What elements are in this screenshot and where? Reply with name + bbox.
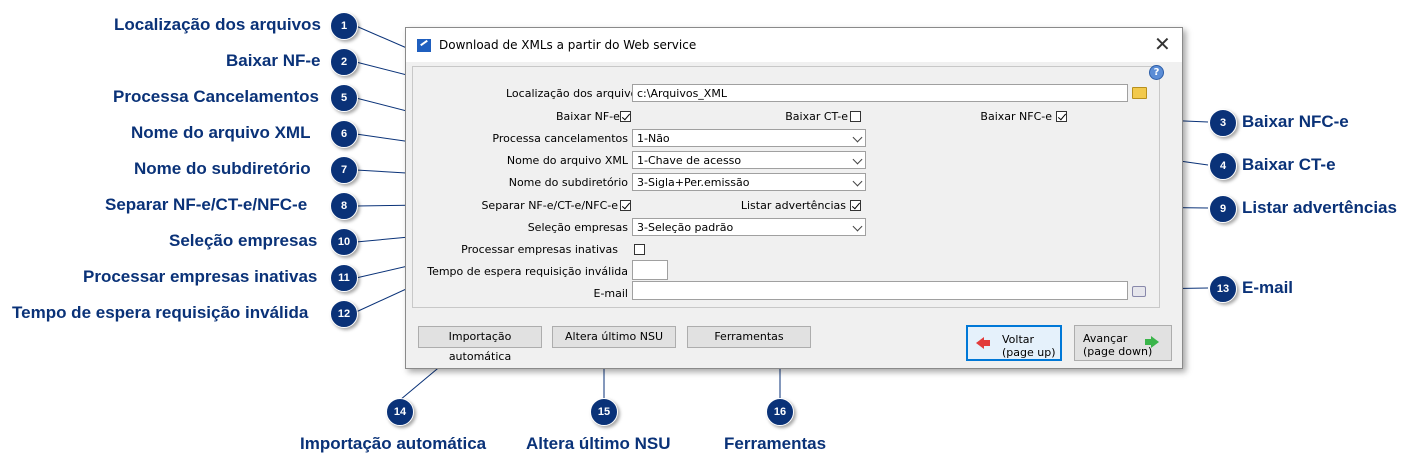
company-selection-label: Seleção empresas	[527, 221, 628, 234]
arrow-right-icon	[1145, 336, 1159, 348]
download-xml-dialog: Download de XMLs a partir do Web service…	[405, 27, 1183, 369]
badge-13: 13	[1209, 275, 1237, 303]
badge-5: 5	[330, 84, 358, 112]
badge-10: 10	[330, 228, 358, 256]
chevron-down-icon	[852, 176, 863, 187]
email-label: E-mail	[593, 287, 629, 300]
subdir-label: Nome do subdiretório	[508, 176, 628, 189]
inactive-companies-label: Processar empresas inativas	[461, 243, 618, 256]
download-nfce-checkbox[interactable]	[1056, 111, 1067, 122]
xml-filename-select[interactable]: 1-Chave de acesso	[632, 151, 866, 169]
badge-12: 12	[330, 300, 358, 328]
download-nfe-label: Baixar NF-e	[556, 110, 620, 123]
cancellations-label: Processa cancelamentos	[492, 132, 628, 145]
download-cte-checkbox[interactable]	[850, 111, 861, 122]
callout-xml-filename: Nome do arquivo XML	[131, 123, 311, 142]
download-nfce-label: Baixar NFC-e	[980, 110, 1052, 123]
callout-download-nfce: Baixar NFC-e	[1242, 112, 1349, 131]
list-warnings-checkbox[interactable]	[850, 200, 861, 211]
callout-download-nfe: Baixar NF-e	[226, 51, 321, 70]
back-button-label: Voltar	[1002, 333, 1035, 346]
close-icon[interactable]: ✕	[1154, 32, 1171, 56]
badge-14: 14	[386, 398, 414, 426]
change-last-nsu-button[interactable]: Altera último NSU	[552, 326, 676, 348]
title-bar: Download de XMLs a partir do Web service…	[406, 28, 1182, 62]
callout-download-cte: Baixar CT-e	[1242, 155, 1336, 174]
badge-4: 4	[1209, 152, 1237, 180]
tools-button[interactable]: Ferramentas	[687, 326, 811, 348]
badge-7: 7	[330, 156, 358, 184]
next-button[interactable]: Avançar (page down)	[1074, 325, 1172, 361]
callout-subdir: Nome do subdiretório	[134, 159, 311, 178]
callout-auto-import: Importação automática	[300, 434, 487, 453]
callout-inactive-companies: Processar empresas inativas	[83, 267, 318, 286]
email-input[interactable]	[632, 281, 1128, 300]
mail-icon[interactable]	[1132, 286, 1146, 297]
callout-tools: Ferramentas	[724, 434, 827, 453]
xml-filename-value: 1-Chave de acesso	[637, 154, 742, 167]
subdir-select[interactable]: 3-Sigla+Per.emissão	[632, 173, 866, 191]
chevron-down-icon	[852, 154, 863, 165]
window-title: Download de XMLs a partir do Web service	[439, 38, 697, 52]
list-warnings-label: Listar advertências	[740, 199, 846, 212]
subdir-value: 3-Sigla+Per.emissão	[637, 176, 750, 189]
badge-3: 3	[1209, 109, 1237, 137]
badge-15: 15	[590, 398, 618, 426]
auto-import-button[interactable]: Importação automática	[418, 326, 542, 363]
callout-company-selection: Seleção empresas	[169, 231, 318, 250]
callout-email: E-mail	[1242, 278, 1294, 297]
arrow-left-icon	[976, 337, 990, 349]
callout-wait-time: Tempo de espera requisição inválida	[12, 303, 309, 322]
badge-9: 9	[1209, 195, 1237, 223]
next-button-hint: (page down)	[1083, 345, 1153, 358]
company-selection-select[interactable]: 3-Seleção padrão	[632, 218, 866, 236]
chevron-down-icon	[852, 132, 863, 143]
callout-location: Localização dos arquivos	[114, 15, 321, 34]
callout-list-warnings: Listar advertências	[1242, 198, 1397, 217]
back-button-hint: (page up)	[1002, 346, 1056, 359]
download-nfe-checkbox[interactable]	[620, 111, 631, 122]
company-selection-value: 3-Seleção padrão	[637, 221, 734, 234]
split-docs-checkbox[interactable]	[620, 200, 631, 211]
cancellations-select[interactable]: 1-Não	[632, 129, 866, 147]
callout-cancellations: Processa Cancelamentos	[113, 87, 319, 106]
location-label: Localização dos arquivos	[506, 87, 644, 100]
badge-6: 6	[330, 120, 358, 148]
help-icon[interactable]: ?	[1149, 65, 1164, 80]
next-button-label: Avançar	[1083, 332, 1128, 345]
download-cte-label: Baixar CT-e	[785, 110, 848, 123]
folder-icon[interactable]	[1132, 87, 1147, 99]
cancellations-value: 1-Não	[637, 132, 670, 145]
chevron-down-icon	[852, 221, 863, 232]
split-docs-label: Separar NF-e/CT-e/NFC-e	[481, 199, 618, 212]
badge-8: 8	[330, 192, 358, 220]
wait-time-input[interactable]	[632, 260, 668, 280]
badge-16: 16	[766, 398, 794, 426]
back-button[interactable]: Voltar (page up)	[966, 325, 1062, 361]
inactive-companies-checkbox[interactable]	[634, 244, 645, 255]
callout-change-nsu: Altera último NSU	[526, 434, 671, 453]
app-icon	[417, 39, 431, 52]
badge-2: 2	[330, 48, 358, 76]
wait-time-label: Tempo de espera requisição inválida	[427, 265, 628, 278]
location-input[interactable]: c:\Arquivos_XML	[632, 84, 1128, 102]
badge-11: 11	[330, 264, 358, 292]
options-group	[412, 66, 1160, 308]
badge-1: 1	[330, 12, 358, 40]
callout-split-docs: Separar NF-e/CT-e/NFC-e	[105, 195, 308, 214]
xml-filename-label: Nome do arquivo XML	[506, 154, 628, 167]
